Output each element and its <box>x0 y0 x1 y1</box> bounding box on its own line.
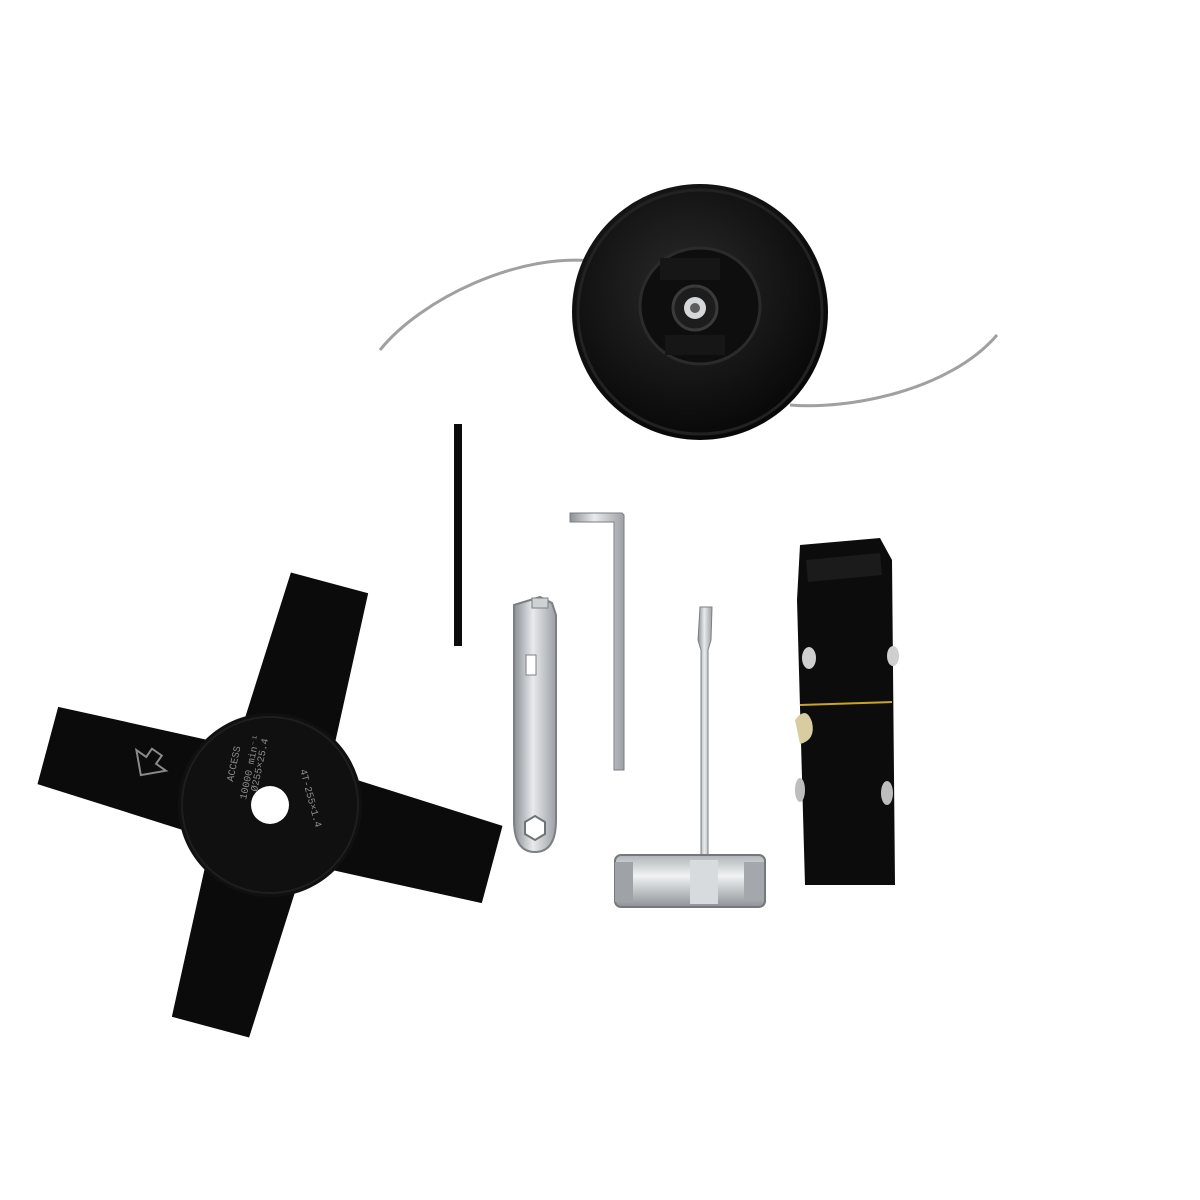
trimmer-line <box>378 258 999 408</box>
spark-plug-socket-wrench <box>614 854 766 908</box>
trimmer-head <box>572 184 828 440</box>
locking-pin <box>454 424 462 646</box>
hex-key <box>569 512 625 771</box>
flat-spanner <box>513 595 557 854</box>
four-tooth-blade: ACCESS 10000 min⁻¹ Ø255×25.4 4T-255×1.4 <box>37 572 503 1038</box>
screwdriver <box>697 606 713 861</box>
shoulder-harness <box>795 538 899 885</box>
